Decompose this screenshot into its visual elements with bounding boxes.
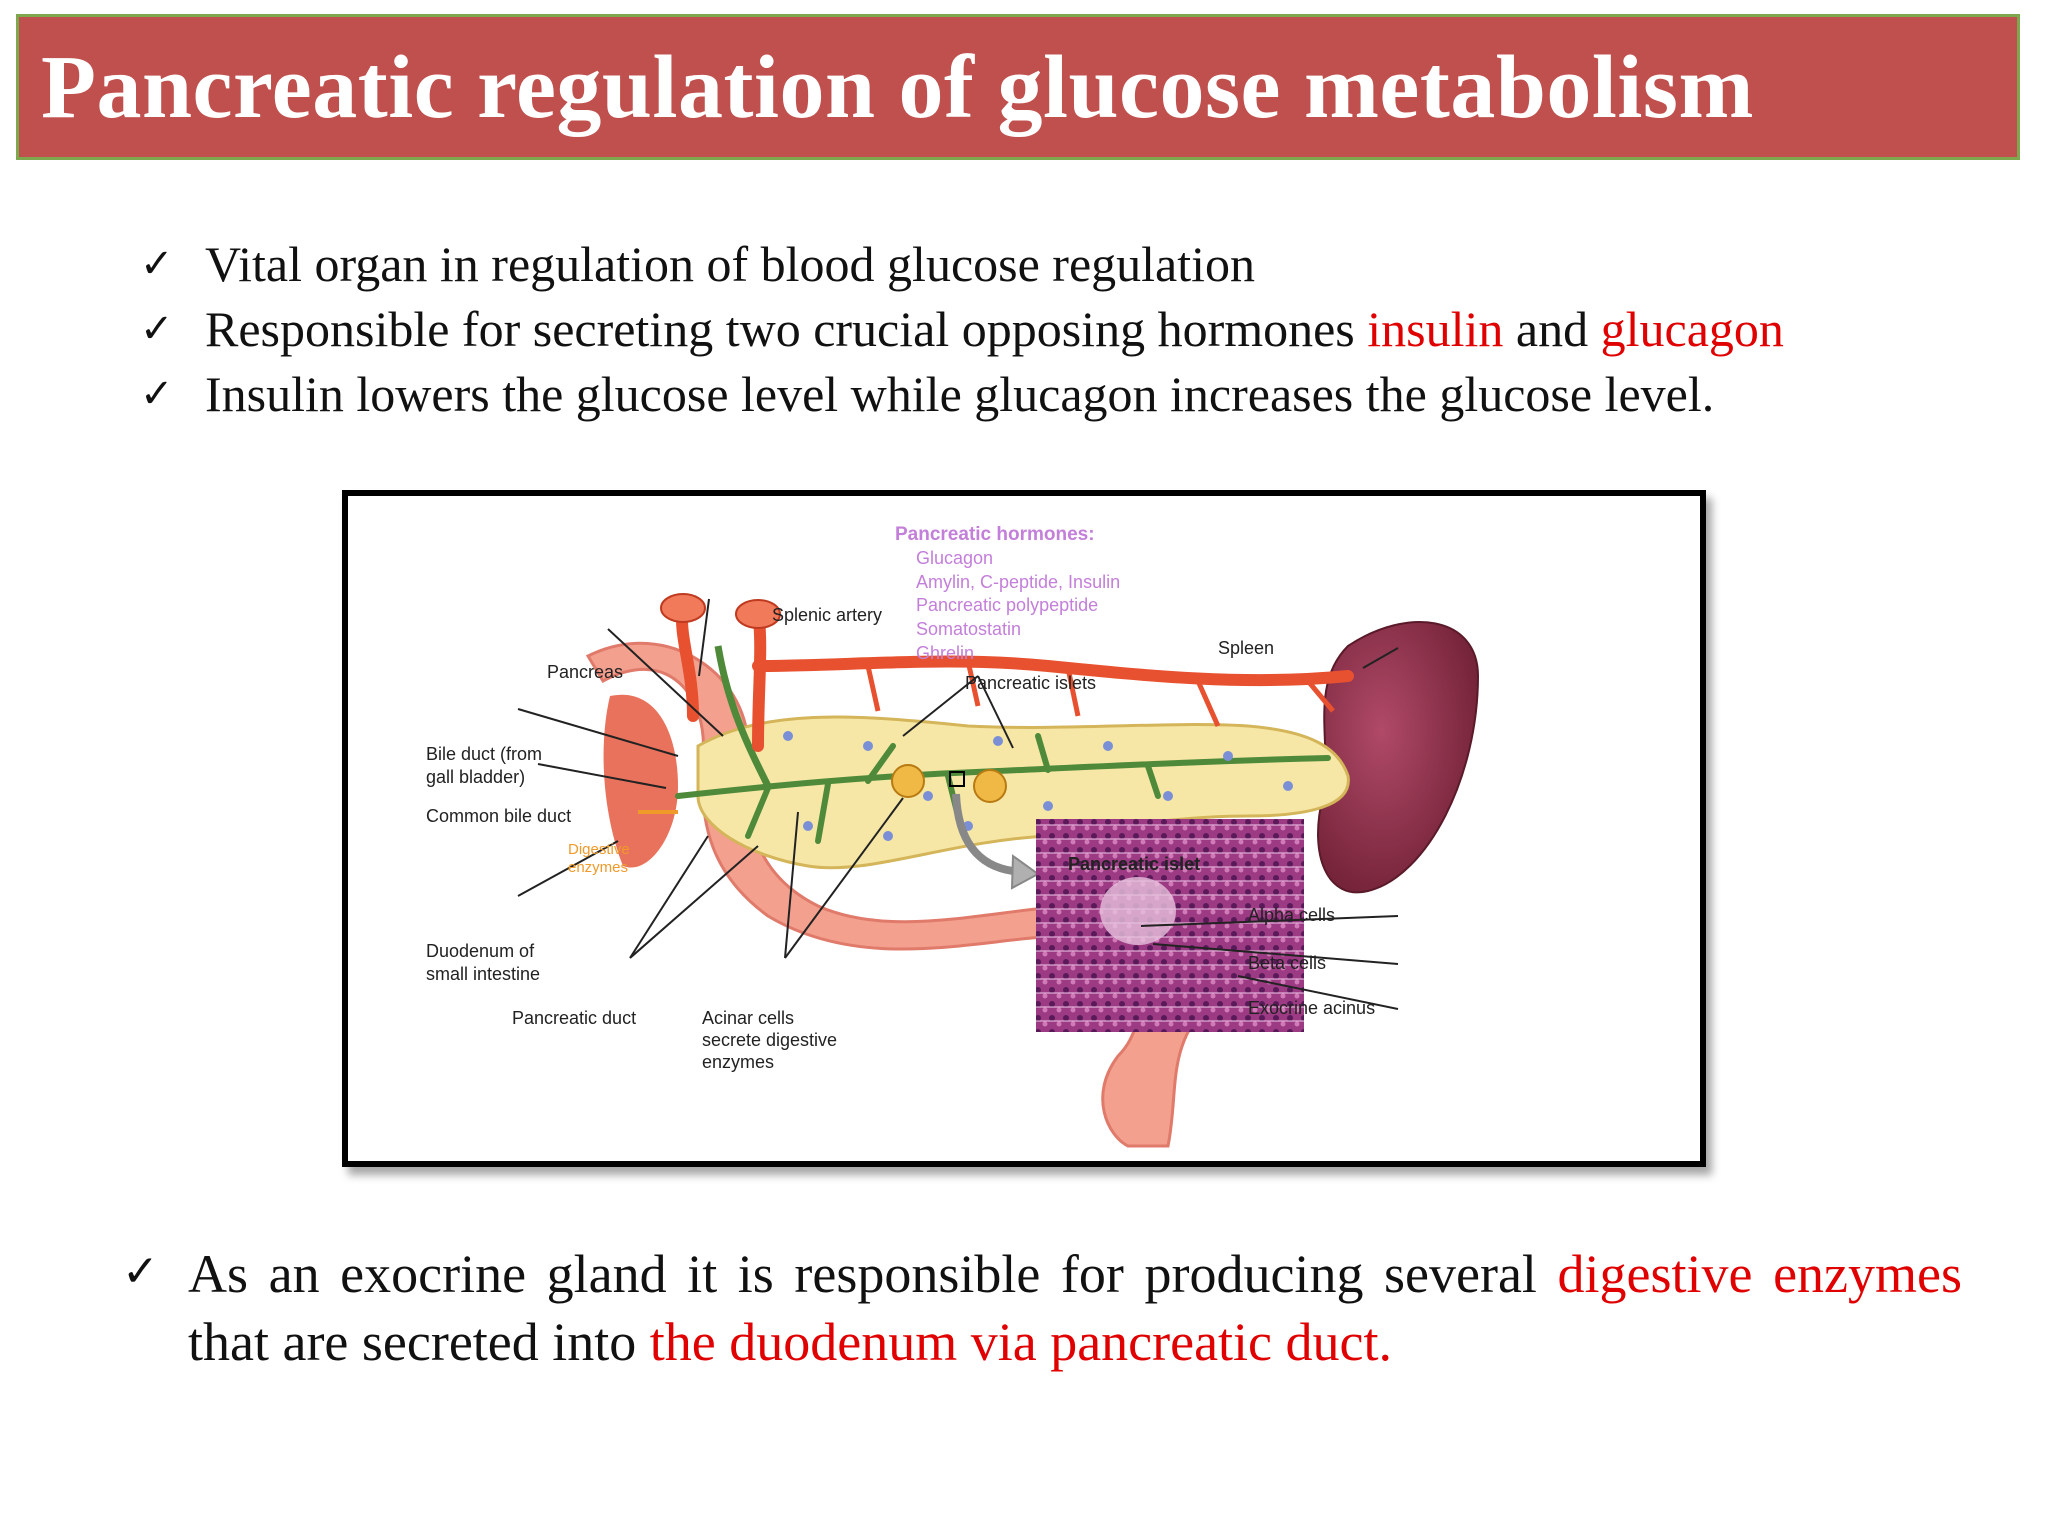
islet-dots bbox=[783, 731, 1293, 841]
bullet-text: that are secreted into bbox=[188, 1312, 650, 1372]
label-exocrine-acinus: Exocrine acinus bbox=[1248, 998, 1375, 1018]
spleen-shape bbox=[1317, 621, 1480, 894]
bullet-list: ✓ Vital organ in regulation of blood glu… bbox=[140, 232, 1960, 427]
label-digestive-enzymes: Digestive bbox=[568, 841, 630, 858]
bullet-item: ✓ Insulin lowers the glucose level while… bbox=[140, 362, 1960, 427]
acini bbox=[891, 764, 1007, 803]
label-beta-cells: Beta cells bbox=[1248, 953, 1326, 973]
label-alpha-cells: Alpha cells bbox=[1248, 905, 1335, 925]
highlight-insulin: insulin bbox=[1367, 301, 1504, 357]
pancreas-diagram: Pancreatic hormones: Glucagon Amylin, C-… bbox=[342, 490, 1706, 1167]
bullet-item: ✓ Responsible for secreting two crucial … bbox=[140, 297, 1960, 362]
callout-arrow bbox=[952, 793, 1014, 875]
hormone-item: Glucagon bbox=[916, 548, 993, 568]
slide-title: Pancreatic regulation of glucose metabol… bbox=[41, 37, 1754, 137]
hormones-title: Pancreatic hormones: bbox=[895, 524, 1095, 545]
label-digestive-enzymes: enzymes bbox=[568, 859, 628, 876]
pancreas-illustration: Pancreatic hormones: Glucagon Amylin, C-… bbox=[426, 524, 1480, 1148]
label-splenic-artery: Splenic artery bbox=[772, 605, 882, 625]
bullet-text: Vital organ in regulation of blood gluco… bbox=[205, 236, 1255, 292]
label-duodenum: small intestine bbox=[426, 964, 540, 984]
checkmark-icon: ✓ bbox=[140, 306, 174, 352]
label-pancreatic-duct: Pancreatic duct bbox=[512, 1008, 636, 1028]
hormone-item: Amylin, C-peptide, Insulin bbox=[916, 572, 1120, 592]
label-bile-duct: Bile duct (from bbox=[426, 744, 542, 764]
bottom-bullet: ✓ As an exocrine gland it is responsible… bbox=[122, 1240, 1962, 1376]
bullet-item: ✓ Vital organ in regulation of blood glu… bbox=[140, 232, 1960, 297]
islet-callout-box bbox=[949, 771, 965, 787]
label-acinar-cells: secrete digestive bbox=[702, 1030, 837, 1050]
label-pancreas: Pancreas bbox=[547, 662, 623, 682]
highlight-glucagon: glucagon bbox=[1600, 301, 1784, 357]
label-acinar-cells: Acinar cells bbox=[702, 1008, 794, 1028]
bullet-text: and bbox=[1503, 301, 1601, 357]
highlight-duodenum: the duodenum via pancreatic duct. bbox=[649, 1312, 1392, 1372]
hormone-item: Ghrelin bbox=[916, 643, 974, 663]
checkmark-icon: ✓ bbox=[140, 241, 174, 287]
islet-core bbox=[1100, 877, 1176, 945]
leader-lines bbox=[517, 598, 1399, 1010]
label-common-bile-duct: Common bile duct bbox=[426, 806, 571, 826]
bullet-text: Responsible for secreting two crucial op… bbox=[205, 301, 1368, 357]
pancreas-shape bbox=[696, 715, 1350, 870]
duodenum-inner bbox=[603, 694, 678, 868]
bile-duct bbox=[714, 645, 772, 788]
diagram-labels: Pancreatic hormones: Glucagon Amylin, C-… bbox=[426, 524, 1375, 1072]
checkmark-icon: ✓ bbox=[140, 371, 174, 417]
label-pancreatic-islets: Pancreatic islets bbox=[965, 673, 1096, 693]
label-acinar-cells: enzymes bbox=[702, 1052, 774, 1072]
label-pancreatic-islet: Pancreatic islet bbox=[1068, 854, 1200, 874]
bullet-text: As an exocrine gland it is responsible f… bbox=[188, 1244, 1558, 1304]
hormone-item: Pancreatic polypeptide bbox=[916, 595, 1098, 615]
checkmark-icon: ✓ bbox=[122, 1246, 159, 1297]
title-banner: Pancreatic regulation of glucose metabol… bbox=[16, 14, 2020, 160]
label-bile-duct: gall bladder) bbox=[426, 767, 525, 787]
highlight-digestive-enzymes: digestive enzymes bbox=[1557, 1244, 1962, 1304]
bottom-bullet-text: As an exocrine gland it is responsible f… bbox=[188, 1240, 1962, 1376]
callout-arrow-head bbox=[1010, 854, 1040, 890]
label-spleen: Spleen bbox=[1218, 638, 1274, 658]
bullet-text: Insulin lowers the glucose level while g… bbox=[205, 366, 1715, 422]
label-duodenum: Duodenum of bbox=[426, 941, 535, 961]
hormone-item: Somatostatin bbox=[916, 619, 1021, 639]
